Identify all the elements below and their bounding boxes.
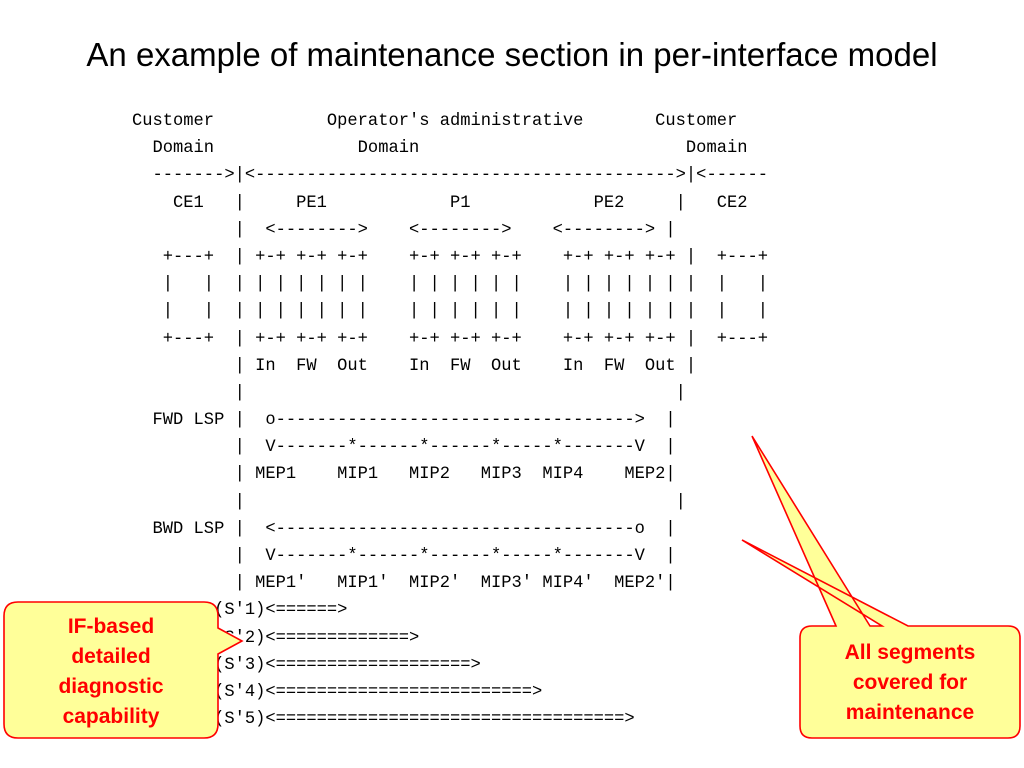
diagram-line: | MEP1 MIP1 MIP2 MIP3 MIP4 MEP2| — [132, 465, 676, 485]
diagram-line: (S'4)<=========================> — [132, 682, 543, 702]
diagram-line: Domain Domain Domain — [132, 139, 748, 159]
callout-line: diagnostic — [58, 675, 164, 698]
slide-title: An example of maintenance section in per… — [86, 36, 938, 73]
diagram-line: ------->|<------------------------------… — [132, 166, 768, 186]
diagram-line: | | — [132, 492, 686, 512]
diagram-line: | | | | | | | | | | | | | | | | | | | | … — [132, 275, 768, 295]
diagram-line: BWD LSP | <-----------------------------… — [132, 519, 676, 539]
right-callout-text: All segments covered for maintenance — [800, 638, 1020, 728]
callout-line: capability — [62, 705, 160, 728]
diagram-line: (S'1)<======> — [132, 601, 348, 621]
left-callout-text: IF-based detailed diagnostic capability — [8, 612, 214, 732]
diagram-line: | In FW Out In FW Out In FW Out | — [132, 356, 697, 376]
callout-line: All segments — [844, 641, 976, 664]
diagram-line: (S'2)<=============> — [132, 628, 420, 648]
callout-line: covered for — [852, 671, 968, 694]
diagram-line: CE1 | PE1 P1 PE2 | CE2 — [132, 193, 748, 213]
diagram-line: | | | | | | | | | | | | | | | | | | | | … — [132, 302, 768, 322]
callout-line: IF-based — [67, 615, 155, 638]
diagram-line: (S'5)<==================================… — [132, 710, 635, 730]
diagram-line: +---+ | +-+ +-+ +-+ +-+ +-+ +-+ +-+ +-+ … — [132, 329, 768, 349]
diagram-line: | | — [132, 383, 686, 403]
ascii-diagram: Customer Operator's administrative Custo… — [132, 108, 768, 733]
callout-line: maintenance — [845, 701, 975, 724]
callout-line: detailed — [71, 645, 151, 668]
diagram-line: | V-------*------*------*-----*-------V … — [132, 547, 676, 566]
diagram-line: | V-------*------*------*-----*-------V … — [132, 438, 676, 458]
diagram-line: | MEP1' MIP1' MIP2' MIP3' MIP4' MEP2'| — [132, 574, 676, 594]
diagram-line: | <--------> <--------> <--------> | — [132, 220, 676, 240]
diagram-line: FWD LSP | o-----------------------------… — [132, 411, 676, 431]
diagram-line: (S'3)<===================> — [132, 655, 481, 675]
diagram-line: Customer Operator's administrative Custo… — [132, 112, 738, 131]
diagram-line: +---+ | +-+ +-+ +-+ +-+ +-+ +-+ +-+ +-+ … — [132, 247, 768, 267]
